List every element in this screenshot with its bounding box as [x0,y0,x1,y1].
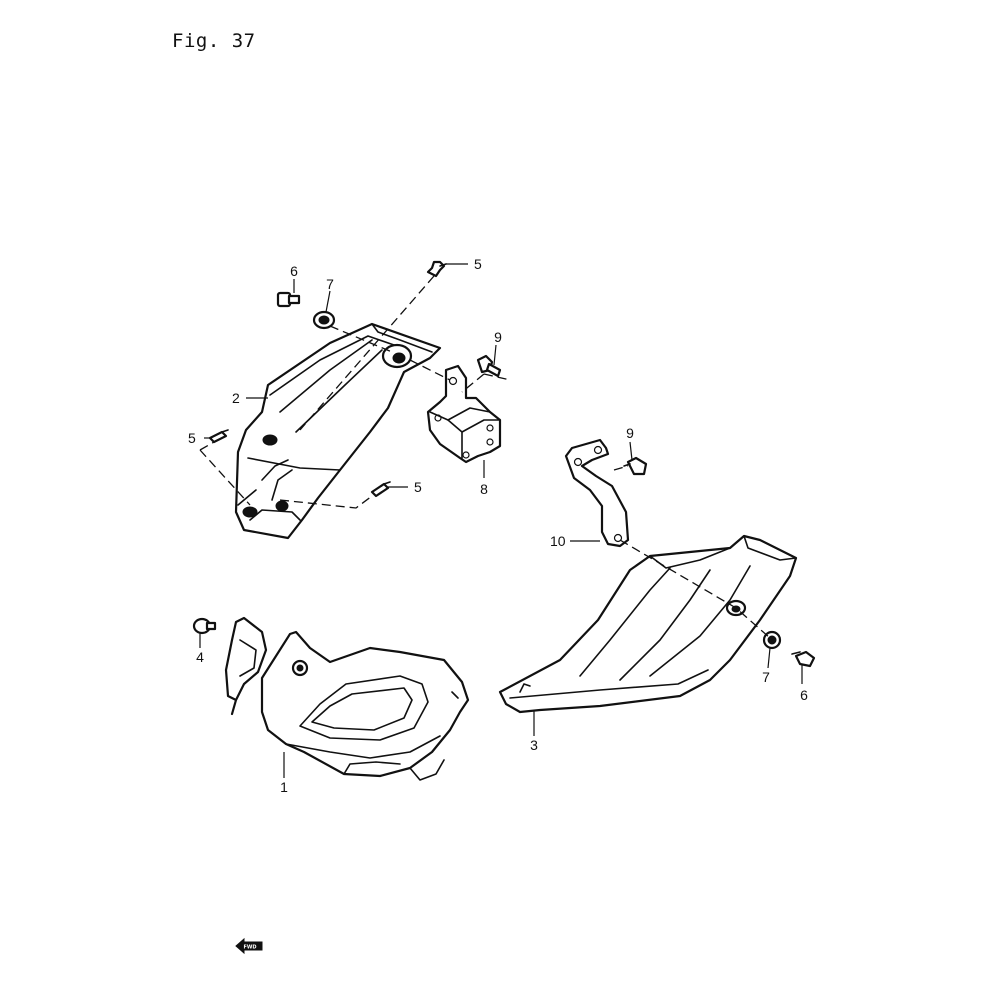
callout-10: 10 [550,533,566,549]
callout-9-upper: 9 [494,329,502,345]
screw-5-left [208,429,229,444]
callout-5-right: 5 [414,479,422,495]
callout-numbers: 6 7 5 2 9 5 5 8 9 10 4 7 6 3 1 [188,256,808,795]
bolt-9-upper [476,354,502,378]
screw-6-upper [276,291,301,308]
screw-4 [192,617,217,635]
callout-6-lower: 6 [800,687,808,703]
part-2-upper-cowl [234,322,442,540]
callout-5-top: 5 [474,256,482,272]
assembly-lines [199,275,771,639]
fwd-arrow-icon: FWD [235,937,263,955]
callout-2: 2 [232,390,240,406]
callout-8: 8 [480,481,488,497]
grommet-7-upper [312,310,336,330]
bolt-9-right [623,456,648,476]
callout-6-upper: 6 [290,263,298,279]
part-1-lower-cowl [224,616,470,781]
figure-title: Fig. 37 [172,30,256,52]
callout-4: 4 [196,649,204,665]
leader-lines [199,263,803,778]
callout-5-left: 5 [188,430,196,446]
fasteners [192,260,816,668]
callout-1: 1 [280,779,288,795]
fwd-label: FWD [243,945,256,951]
screw-6-lower [791,650,816,668]
callout-9-right: 9 [626,425,634,441]
screw-5-right [370,481,391,498]
part-8-mount-bracket [426,364,502,464]
screw-5-top [426,260,447,278]
part-10-side-stay [564,438,630,548]
callout-3: 3 [530,737,538,753]
callout-7-lower: 7 [762,669,770,685]
part-3-side-cowl [498,534,798,714]
callout-7-upper: 7 [326,276,334,292]
